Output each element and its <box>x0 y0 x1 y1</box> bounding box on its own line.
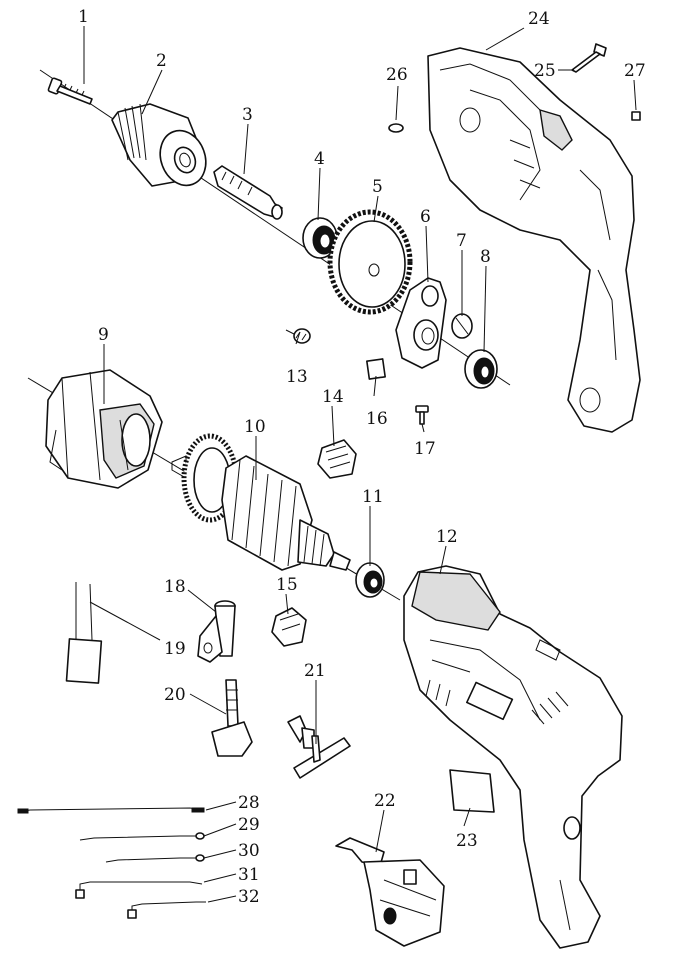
part-1-screw <box>47 77 93 105</box>
label-part-25: 25 <box>534 61 556 81</box>
label-part-14: 14 <box>322 387 344 407</box>
label-part-29: 29 <box>238 815 260 835</box>
label-part-8: 8 <box>480 247 491 267</box>
label-part-10: 10 <box>244 417 266 437</box>
part-26-washer <box>388 123 404 133</box>
label-part-23: 23 <box>456 831 478 851</box>
part-22-switch <box>335 837 445 947</box>
label-part-13: 13 <box>286 367 308 387</box>
label-part-21: 21 <box>304 661 326 681</box>
label-part-30: 30 <box>238 841 260 861</box>
part-31-wire <box>75 881 203 899</box>
label-part-19: 19 <box>164 639 186 659</box>
label-part-17: 17 <box>414 439 436 459</box>
part-32-wire <box>127 901 206 919</box>
part-10-armature <box>171 433 351 571</box>
part-15-brush-holder <box>271 607 307 647</box>
label-part-18: 18 <box>164 577 186 597</box>
label-part-5: 5 <box>372 177 383 197</box>
part-5-gear <box>327 209 413 315</box>
part-9-stator <box>45 369 163 489</box>
part-11-bearing <box>355 562 385 598</box>
label-part-28: 28 <box>238 793 260 813</box>
label-part-26: 26 <box>386 65 408 85</box>
label-part-11: 11 <box>362 487 384 507</box>
part-24-housing-half <box>427 47 641 433</box>
label-part-16: 16 <box>366 409 388 429</box>
part-21-chuck-key <box>287 715 351 779</box>
label-part-27: 27 <box>624 61 646 81</box>
part-14-brush-holder <box>317 439 357 479</box>
part-27-nut <box>631 111 641 121</box>
part-16-block <box>366 358 386 380</box>
part-2-chuck <box>111 103 207 187</box>
label-part-20: 20 <box>164 685 186 705</box>
label-part-12: 12 <box>436 527 458 547</box>
part-13-spring <box>285 328 311 344</box>
part-23-label <box>449 769 495 813</box>
label-part-7: 7 <box>456 231 467 251</box>
part-7-bushing <box>451 313 473 339</box>
label-part-31: 31 <box>238 865 260 885</box>
label-part-22: 22 <box>374 791 396 811</box>
label-part-15: 15 <box>276 575 298 595</box>
part-30-wire <box>105 854 205 863</box>
part-6-bearing-plate <box>395 277 447 369</box>
part-8-bearing <box>464 349 498 389</box>
label-part-24: 24 <box>528 9 550 29</box>
part-17-screw <box>415 405 429 425</box>
part-20-cord-guard <box>211 679 253 757</box>
part-3-spindle <box>213 165 283 220</box>
part-19-carbon-brush <box>65 582 103 684</box>
leader-lines <box>83 26 637 903</box>
part-29-wire <box>79 832 205 841</box>
label-part-2: 2 <box>156 51 167 71</box>
label-part-32: 32 <box>238 887 260 907</box>
part-18-lever <box>197 600 236 663</box>
label-part-3: 3 <box>242 105 253 125</box>
label-part-9: 9 <box>98 325 109 345</box>
part-28-wire <box>17 807 205 814</box>
label-part-6: 6 <box>420 207 431 227</box>
part-12-housing <box>403 565 623 949</box>
label-part-1: 1 <box>78 7 89 27</box>
part-25-screw <box>571 43 607 73</box>
label-part-4: 4 <box>314 149 325 169</box>
